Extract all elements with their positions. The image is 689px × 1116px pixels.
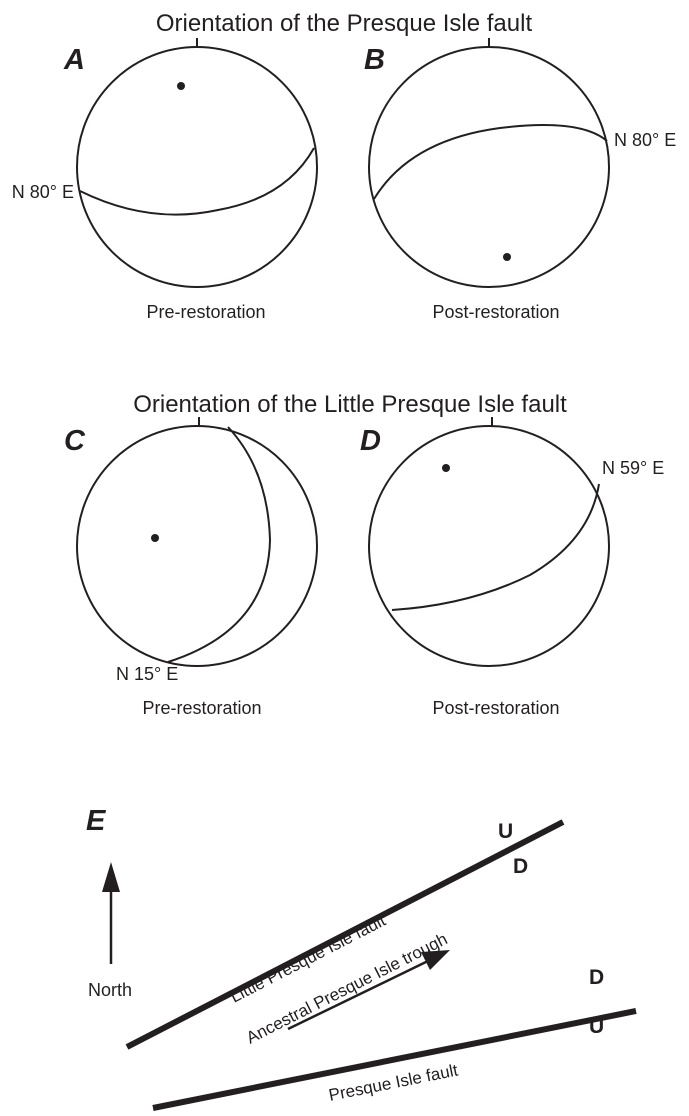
stereonet-c-primitive — [76, 425, 318, 667]
stereonet-a-pole — [177, 82, 185, 90]
stereonet-b — [368, 38, 610, 288]
little-presque-isle-fault-line — [125, 819, 565, 1050]
lower-fault-up-marker: U — [589, 1015, 604, 1038]
north-label: North — [88, 980, 132, 1000]
stereonet-b-pole — [503, 253, 511, 261]
stereonet-d — [368, 417, 610, 667]
stereonet-c — [76, 417, 318, 667]
stereonet-c-caption: Pre-restoration — [142, 698, 261, 718]
title-presque-isle: Orientation of the Presque Isle fault — [156, 10, 533, 37]
panel-letter-c: C — [64, 425, 86, 457]
trough-trend-arrow — [287, 950, 450, 1031]
stereonet-b-primitive — [368, 46, 610, 288]
upper-fault-up-marker: U — [498, 820, 513, 843]
stereonet-a-strike-label: N 80° E — [12, 182, 74, 202]
trough-trend-arrow-head — [421, 950, 450, 970]
stereonet-b-fault-plane — [373, 124, 608, 200]
north-arrow — [102, 862, 120, 964]
stereonet-d-primitive — [368, 425, 610, 667]
panel-letter-d: D — [360, 425, 381, 457]
trough-trend-arrow-shaft — [287, 959, 429, 1031]
stereonet-d-fault-plane — [391, 483, 600, 611]
north-arrow-head — [102, 862, 120, 892]
upper-fault-down-marker: D — [513, 855, 528, 878]
stereonet-c-pole — [151, 534, 159, 542]
stereonet-d-strike-label: N 59° E — [602, 458, 664, 478]
lower-fault-down-marker: D — [589, 966, 604, 989]
stereonet-a-primitive — [76, 46, 318, 288]
panel-letter-a: A — [63, 44, 85, 76]
stereonet-c-strike-label: N 15° E — [116, 664, 178, 684]
title-little-presque-isle: Orientation of the Little Presque Isle f… — [133, 391, 567, 418]
stereonet-b-caption: Post-restoration — [432, 302, 559, 322]
stereonet-d-caption: Post-restoration — [432, 698, 559, 718]
stereonet-a — [76, 38, 318, 288]
stereonet-d-pole — [442, 464, 450, 472]
stereonet-b-strike-label: N 80° E — [614, 130, 676, 150]
stereonet-a-fault-plane — [79, 147, 315, 216]
stereonet-a-caption: Pre-restoration — [146, 302, 265, 322]
panel-letter-e: E — [86, 805, 107, 837]
panel-letter-b: B — [364, 44, 385, 76]
stereonet-c-fault-plane — [167, 426, 272, 663]
presque-isle-fault-line — [152, 1008, 637, 1111]
